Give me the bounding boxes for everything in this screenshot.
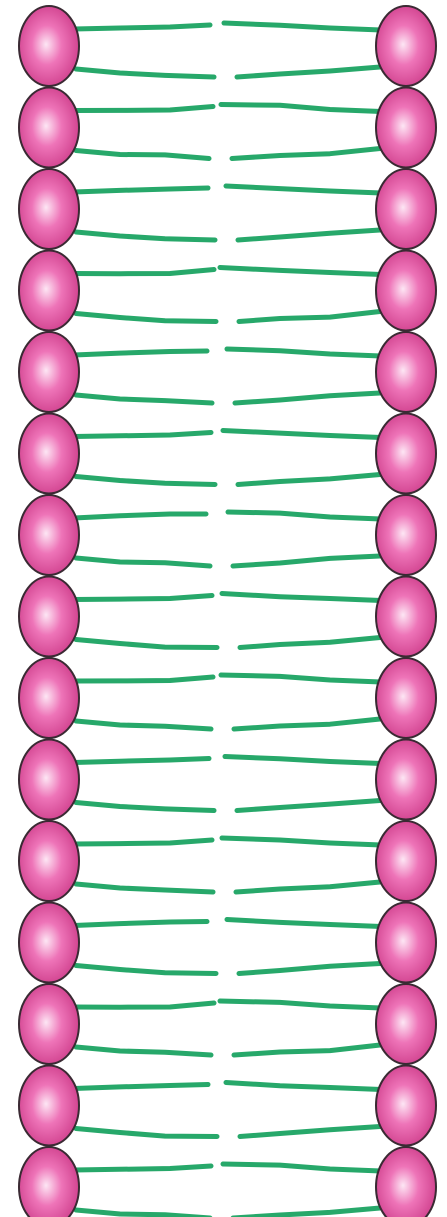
right-tail-lower: [239, 964, 380, 974]
left-lipid-head: [19, 740, 79, 820]
right-lipid-head: [376, 903, 436, 983]
left-tail-lower: [76, 314, 216, 322]
right-tail-upper: [221, 675, 381, 682]
right-leaflet-heads: [376, 6, 436, 1217]
right-tail-upper: [220, 268, 381, 275]
left-lipid-head: [19, 88, 79, 168]
left-tail-lower: [76, 803, 214, 811]
right-tail-upper: [222, 838, 381, 845]
left-tail-upper: [74, 351, 207, 355]
left-tail-upper: [74, 759, 209, 763]
right-tail-lower: [234, 1045, 380, 1055]
left-tail-lower: [76, 232, 215, 240]
left-lipid-head: [19, 577, 79, 657]
left-tail-lower: [76, 1129, 217, 1137]
left-tail-lower: [76, 151, 209, 159]
right-tail-lower: [237, 801, 380, 811]
right-lipid-head: [376, 740, 436, 820]
left-tail-upper: [74, 1166, 211, 1170]
right-lipid-head: [376, 1147, 436, 1217]
left-tail-upper: [74, 107, 213, 111]
left-lipid-head: [19, 414, 79, 494]
right-tail-upper: [226, 186, 381, 193]
right-tail-lower: [238, 230, 380, 240]
left-lipid-head: [19, 169, 79, 249]
left-lipid-head: [19, 251, 79, 331]
right-lipid-head: [376, 821, 436, 901]
right-lipid-head: [376, 169, 436, 249]
left-tail-upper: [74, 433, 211, 437]
right-tail-lower: [237, 67, 380, 77]
left-tail-upper: [74, 270, 214, 274]
right-tail-upper: [224, 23, 381, 30]
right-tail-lower: [239, 312, 380, 322]
right-lipid-head: [376, 1066, 436, 1146]
left-tail-upper: [74, 188, 208, 192]
left-lipid-head: [19, 1066, 79, 1146]
right-tail-upper: [227, 920, 381, 927]
right-lipid-head: [376, 6, 436, 86]
left-tail-lower: [76, 558, 210, 566]
left-tail-upper: [74, 677, 213, 681]
left-tail-lower: [76, 395, 212, 403]
left-tail-upper: [74, 1085, 208, 1089]
left-tail-lower: [76, 477, 215, 485]
right-tail-upper: [221, 105, 381, 112]
right-lipid-head: [376, 658, 436, 738]
left-tail-lower: [76, 1047, 211, 1055]
right-tail-lower: [240, 638, 380, 648]
right-tail-upper: [220, 1001, 381, 1008]
left-lipid-head: [19, 1147, 79, 1217]
right-tail-lower: [233, 1208, 380, 1217]
right-tail-upper: [222, 594, 381, 601]
left-tail-upper: [74, 1003, 214, 1007]
right-tail-lower: [233, 556, 380, 566]
right-tail-lower: [235, 393, 380, 403]
right-tail-upper: [223, 431, 381, 438]
left-tail-upper: [74, 840, 212, 844]
right-lipid-head: [376, 495, 436, 575]
right-lipid-head: [376, 414, 436, 494]
right-lipid-head: [376, 577, 436, 657]
right-lipid-head: [376, 332, 436, 412]
right-tail-upper: [225, 757, 381, 764]
right-lipid-head: [376, 984, 436, 1064]
left-lipid-head: [19, 658, 79, 738]
left-tail-lower: [76, 721, 211, 729]
left-lipid-head: [19, 6, 79, 86]
right-tail-lower: [240, 1127, 380, 1137]
left-lipid-head: [19, 821, 79, 901]
left-tail-lower: [76, 640, 217, 648]
left-tail-lower: [76, 69, 214, 77]
left-tail-upper: [74, 596, 212, 600]
left-lipid-head: [19, 332, 79, 412]
hydrophobic-tails: [74, 23, 381, 1217]
left-tail-upper: [74, 25, 210, 29]
right-tail-upper: [226, 1083, 381, 1090]
right-tail-upper: [227, 349, 381, 356]
right-tail-lower: [234, 719, 380, 729]
left-tail-lower: [76, 1210, 210, 1217]
right-tail-lower: [236, 882, 380, 892]
left-lipid-head: [19, 495, 79, 575]
right-tail-upper: [228, 512, 381, 519]
right-tail-lower: [238, 475, 380, 485]
right-lipid-head: [376, 251, 436, 331]
left-lipid-head: [19, 984, 79, 1064]
left-tail-upper: [74, 514, 206, 518]
right-lipid-head: [376, 88, 436, 168]
right-tail-upper: [223, 1164, 381, 1171]
left-tail-lower: [76, 966, 216, 974]
left-tail-upper: [74, 922, 207, 926]
left-tail-lower: [76, 884, 213, 892]
right-tail-lower: [232, 149, 380, 159]
left-lipid-head: [19, 903, 79, 983]
left-leaflet-heads: [19, 6, 79, 1217]
